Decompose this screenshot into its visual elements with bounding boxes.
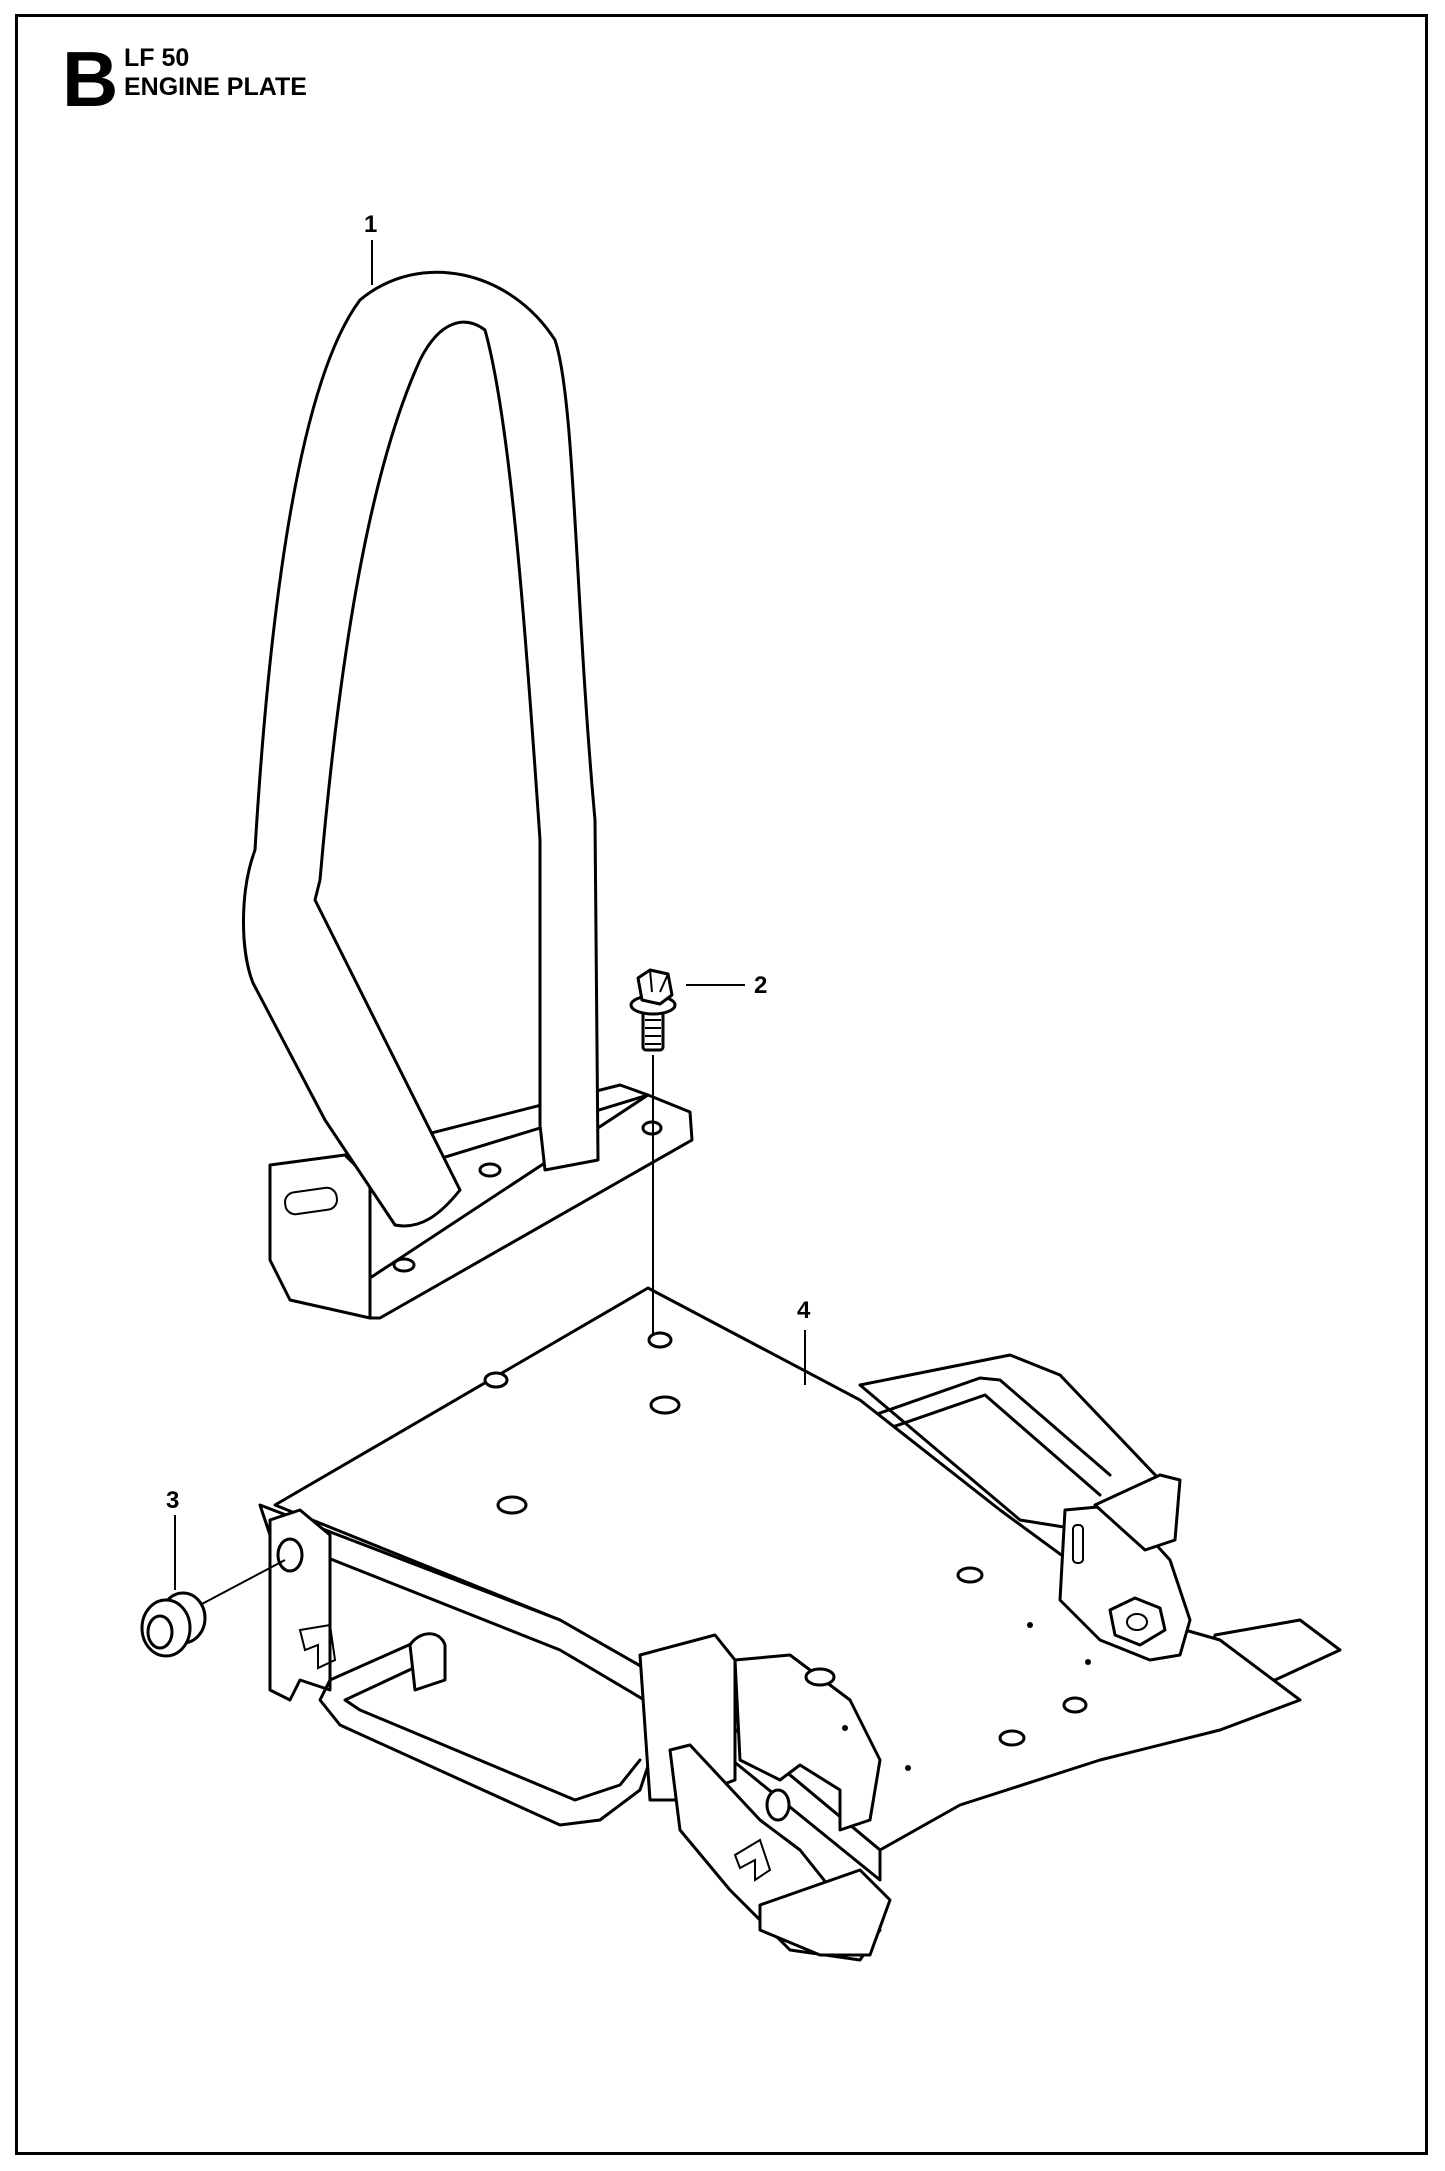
rubber-grommet-part: [140, 1591, 207, 1658]
handle-bar-part: [242, 270, 694, 1320]
page-title: ENGINE PLATE: [124, 73, 307, 101]
section-letter: B: [62, 35, 119, 123]
callout-2: 2: [754, 972, 767, 999]
callout-4: 4: [797, 1297, 811, 1324]
callout-1: 1: [364, 211, 377, 238]
drawing-frame: [15, 14, 1428, 2155]
model-name: LF 50: [124, 44, 190, 72]
flange-bolt-part: [629, 968, 677, 1052]
leader-lines: [174, 240, 806, 1606]
callout-3: 3: [166, 1487, 179, 1514]
engine-plate-part: [258, 1286, 1342, 1962]
